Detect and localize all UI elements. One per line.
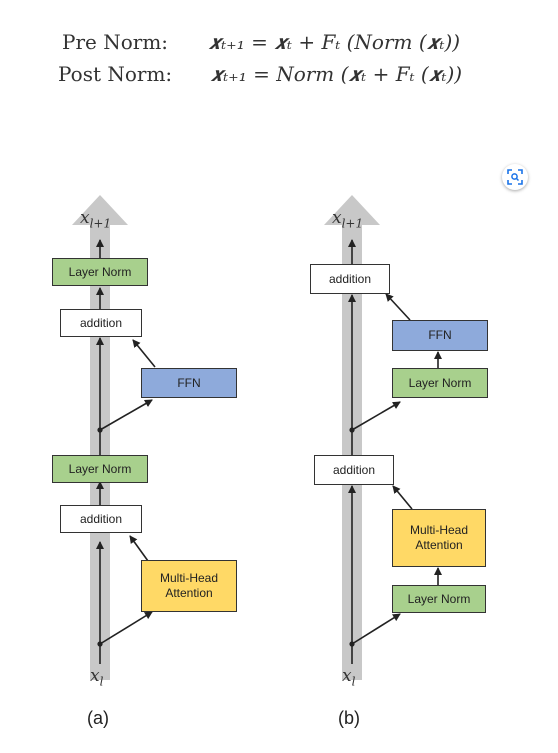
panel-a-input-subscript: l <box>99 674 104 689</box>
zoom-lens-icon[interactable] <box>502 164 528 190</box>
panel-b-ffn: FFN <box>392 320 488 351</box>
panel-b-output-symbol: x <box>332 208 342 228</box>
panel-a-attention-line2: Attention <box>165 586 213 600</box>
panel-b-output-subscript: l+1 <box>341 216 364 231</box>
panel-b-label: (b) <box>338 708 360 728</box>
panel-a-input-symbol: x <box>90 666 100 686</box>
panel-a-attention-line1: Multi-Head <box>159 571 219 585</box>
zoom-lens-glyph <box>507 169 523 185</box>
pre-norm-label: Pre Norm: <box>62 30 169 54</box>
panel-a-addition-bottom: addition <box>60 505 142 533</box>
panel-a-layer-norm-top: Layer Norm <box>52 258 148 286</box>
panel-a-multi-head-attention: Multi-Head Attention <box>141 560 237 612</box>
panel-b-attention-line1: Multi-Head <box>409 523 469 537</box>
panel-a-label: (a) <box>87 708 109 728</box>
panel-a-layer-norm-mid: Layer Norm <box>52 455 148 483</box>
panel-b-input-symbol: x <box>342 666 352 686</box>
panel-b-input-var: xl <box>342 666 355 688</box>
pre-norm-formula: Pre Norm: 𝒙ₜ₊₁ = 𝒙ₜ + Fₜ (Norm (𝒙ₜ)) <box>62 30 460 54</box>
panel-a-output-subscript: l+1 <box>89 216 112 231</box>
post-norm-formula: Post Norm: 𝒙ₜ₊₁ = Norm (𝒙ₜ + Fₜ (𝒙ₜ)) <box>58 62 462 86</box>
panel-a-output-symbol: x <box>80 208 90 228</box>
panel-a-input-var: xl <box>90 666 103 688</box>
post-norm-expression: 𝒙ₜ₊₁ = Norm (𝒙ₜ + Fₜ (𝒙ₜ)) <box>210 62 463 86</box>
panel-a-ffn: FFN <box>141 368 237 398</box>
panel-b-layer-norm-ffn: Layer Norm <box>392 368 488 398</box>
panel-b-attention-line2: Attention <box>415 538 463 552</box>
panel-a-addition-top: addition <box>60 309 142 337</box>
panel-b-multi-head-attention: Multi-Head Attention <box>392 509 486 567</box>
post-norm-label: Post Norm: <box>58 62 173 86</box>
panel-b-addition-top: addition <box>310 264 390 294</box>
panel-a-output-var: xl+1 <box>80 208 111 230</box>
panel-b-addition-bottom: addition <box>314 455 394 485</box>
panel-b-layer-norm-attention: Layer Norm <box>392 585 486 613</box>
panel-b-input-subscript: l <box>351 674 356 689</box>
pre-norm-expression: 𝒙ₜ₊₁ = 𝒙ₜ + Fₜ (Norm (𝒙ₜ)) <box>208 30 461 54</box>
panel-b-output-var: xl+1 <box>332 208 363 230</box>
